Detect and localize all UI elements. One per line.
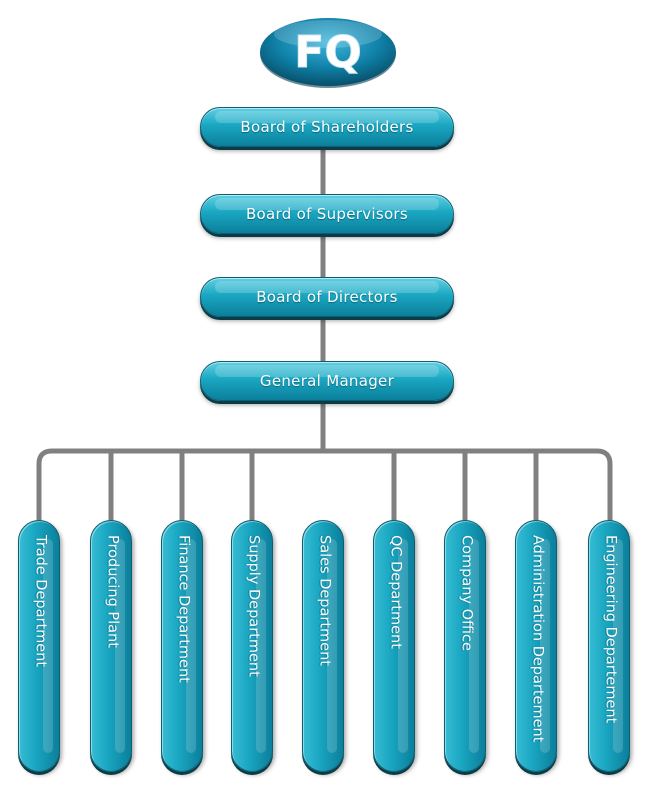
- dept-sales: Sales Department: [302, 520, 344, 772]
- dept-supply: Supply Department: [231, 520, 273, 772]
- dept-label: Administration Departement: [529, 535, 546, 743]
- box-board-of-supervisors: Board of Supervisors: [200, 194, 454, 234]
- dept-company-office: Company Office: [444, 520, 486, 772]
- box-label: Board of Directors: [256, 288, 398, 306]
- fq-logo: FQ: [258, 12, 398, 92]
- box-general-manager: General Manager: [200, 361, 454, 401]
- dept-finance: Finance Department: [161, 520, 203, 772]
- connector-horizontal-bus: [36, 448, 613, 523]
- box-label: Board of Shareholders: [240, 118, 414, 136]
- logo-text: FQ: [294, 27, 361, 78]
- dept-label: Supply Department: [245, 535, 262, 677]
- dept-qc: QC Department: [373, 520, 415, 772]
- dept-label: Producing Plant: [104, 535, 121, 648]
- dept-label: Trade Department: [32, 535, 49, 668]
- box-label: General Manager: [259, 372, 395, 390]
- dept-engineering: Engineering Departement: [588, 520, 630, 772]
- box-board-of-directors: Board of Directors: [200, 277, 454, 317]
- dept-label: Sales Department: [316, 535, 333, 666]
- dept-label: Finance Department: [175, 535, 192, 683]
- dept-label: QC Department: [387, 535, 404, 649]
- dept-producing-plant: Producing Plant: [90, 520, 132, 772]
- box-label: Board of Supervisors: [245, 205, 409, 223]
- box-board-of-shareholders: Board of Shareholders: [200, 107, 454, 147]
- dept-label: Company Office: [458, 535, 475, 651]
- dept-administration: Administration Departement: [515, 520, 557, 772]
- dept-label: Engineering Departement: [602, 535, 619, 724]
- dept-trade: Trade Department: [18, 520, 60, 772]
